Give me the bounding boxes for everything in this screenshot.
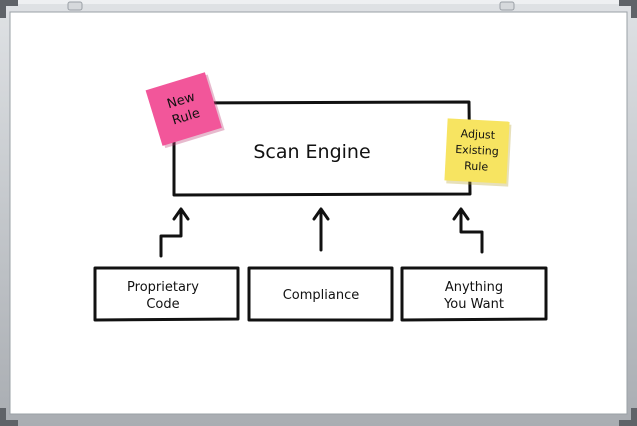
arrowhead-right: [452, 207, 470, 221]
sticky-note-new-rule: New Rule: [145, 72, 225, 149]
input-label-line: Proprietary: [127, 280, 199, 295]
frame-clip-left: [67, 1, 83, 11]
input-label-line: Code: [146, 297, 179, 312]
note-line: Adjust: [460, 127, 496, 142]
input-proprietary-code: Proprietary Code: [93, 266, 240, 322]
note-line: Existing: [455, 143, 499, 158]
input-compliance: Compliance: [247, 266, 394, 322]
input-label-line: Anything: [445, 280, 503, 295]
arrowhead-middle: [312, 207, 330, 221]
corner-bottom-left: [0, 408, 18, 426]
scan-engine-node: Scan Engine: [172, 100, 472, 197]
arrows: [159, 207, 484, 258]
arrow-proprietary-code: [159, 209, 183, 258]
note-line: Rule: [464, 159, 489, 173]
input-anything-you-want: Anything You Want: [400, 266, 548, 322]
input-label-line: Compliance: [283, 288, 360, 303]
scan-engine-label: Scan Engine: [253, 141, 370, 163]
corner-top-left: [0, 0, 18, 18]
corner-top-right: [619, 0, 637, 18]
arrow-anything-you-want: [459, 209, 484, 254]
corner-bottom-right: [619, 408, 637, 426]
arrowhead-left: [172, 207, 190, 221]
sticky-note-adjust-existing-rule: Adjust Existing Rule: [444, 118, 512, 187]
input-label-line: You Want: [443, 297, 504, 312]
frame-clip-right: [499, 1, 515, 11]
